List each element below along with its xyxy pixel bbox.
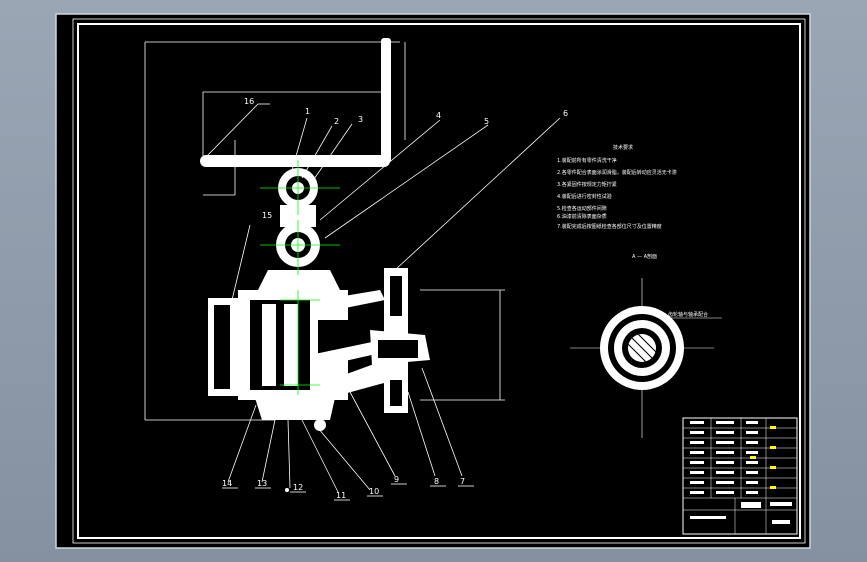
part-label-11: 11 <box>336 491 346 500</box>
part-label-5: 5 <box>484 117 489 126</box>
notes-title: 技术要求 <box>613 144 633 151</box>
part-label-4: 4 <box>436 111 441 120</box>
note-2: 2.各零件配合表面涂润滑脂，装配后转动应灵活无卡滞 <box>557 169 677 176</box>
part-label-9: 9 <box>394 475 399 484</box>
dimension-lines <box>144 41 505 421</box>
part-label-3: 3 <box>358 115 363 124</box>
note-3: 3.各紧固件按规定力矩拧紧 <box>557 181 617 188</box>
drawing-frame <box>77 23 801 539</box>
part-label-6: 6 <box>563 109 568 118</box>
valve-body <box>208 290 395 420</box>
part-label-15: 15 <box>262 211 272 220</box>
label-dot-12 <box>285 488 289 492</box>
note-4: 4.装配后进行密封性试验 <box>557 193 612 200</box>
part-label-8: 8 <box>434 477 439 486</box>
part-label-1: 1 <box>305 107 310 116</box>
label-underlines <box>222 483 474 501</box>
part-label-12: 12 <box>293 483 303 492</box>
drawing-outer-border <box>72 18 806 544</box>
part-label-13: 13 <box>257 479 267 488</box>
leader-lines <box>204 103 561 493</box>
note-1: 1.装配前所有零件清洗干净 <box>557 157 617 164</box>
part-label-2: 2 <box>334 117 339 126</box>
section-view-a-a: A — A剖面 齿轮轴与轴承配合 <box>570 253 722 438</box>
note-7: 7.装配完成后按图纸检查各部位尺寸及位置精度 <box>557 223 662 230</box>
note-5: 5.检查各运动部件间隙 <box>557 205 607 212</box>
part-label-14: 14 <box>222 479 232 488</box>
right-flange <box>314 268 430 431</box>
technical-notes: 技术要求 1.装配前所有零件清洗干净 2.各零件配合表面涂润滑脂，装配后转动应灵… <box>557 144 677 230</box>
title-block <box>682 417 798 535</box>
section-title: A — A剖面 <box>632 253 657 260</box>
part-label-7: 7 <box>460 477 465 486</box>
note-6: 6.油漆前清除表面杂质 <box>557 213 607 220</box>
center-lines <box>260 160 340 395</box>
part-label-10: 10 <box>369 487 379 496</box>
part-labels: 16 1 2 3 4 5 6 15 7 8 9 10 11 12 13 14 <box>222 97 568 500</box>
part-label-16: 16 <box>244 97 254 106</box>
drawing-sheet <box>55 13 811 549</box>
section-leader-text: 齿轮轴与轴承配合 <box>668 311 708 318</box>
